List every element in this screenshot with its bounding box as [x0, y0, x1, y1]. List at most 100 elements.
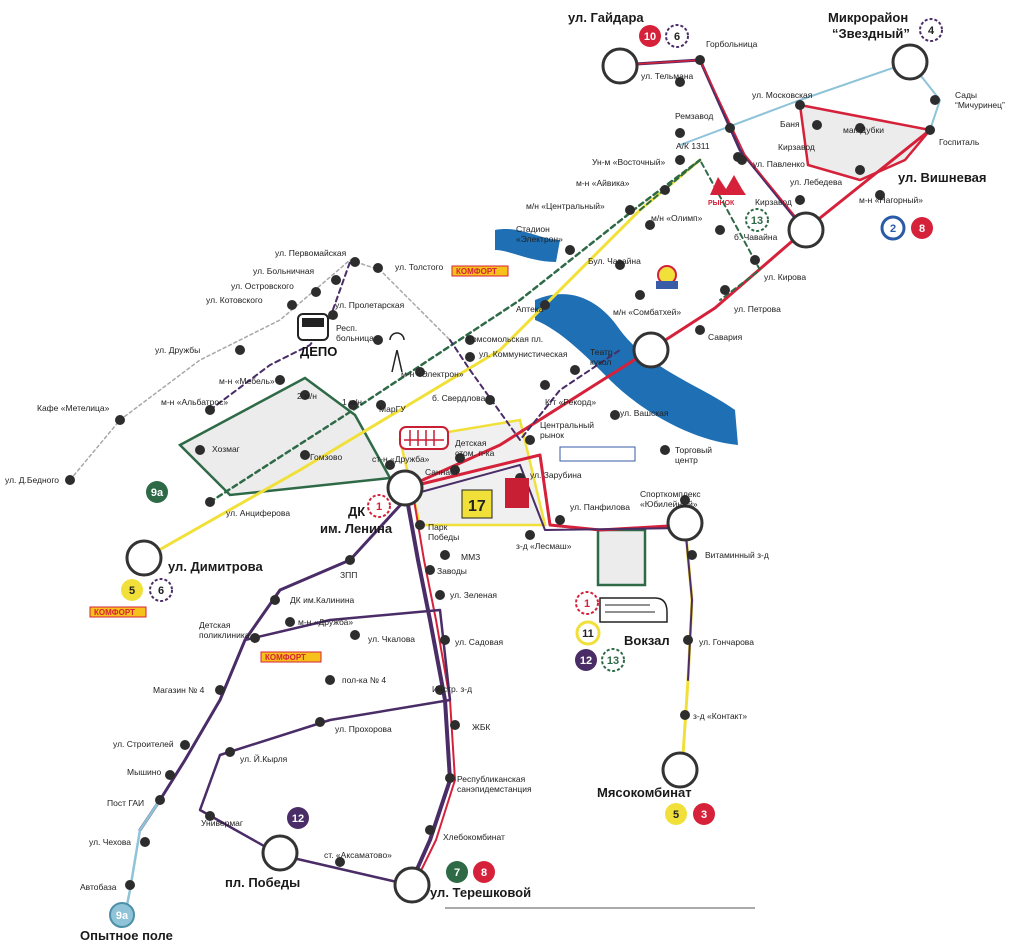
stop-dot-myshino[interactable]: [165, 770, 175, 780]
stop-dot-ul-antsiferova[interactable]: [205, 497, 215, 507]
stop-dot-kafe-metelitsa[interactable]: [115, 415, 125, 425]
stop-dot-post-gai[interactable]: [155, 795, 165, 805]
terminal-yubileiny[interactable]: [666, 504, 704, 542]
stop-dot-zhbk[interactable]: [450, 720, 460, 730]
stop-dot-detskaya-poliklinika[interactable]: [250, 633, 260, 643]
stop-dot-torgovy-tsentr[interactable]: [660, 445, 670, 455]
stop-dot-un-vostochny[interactable]: [675, 155, 685, 165]
stop-dot-b-sverdlova[interactable]: [485, 395, 495, 405]
stop-dot-ul-pervomaiskaya[interactable]: [350, 257, 360, 267]
sign-17-text: 17: [468, 498, 486, 515]
stop-dot-bul-chavaina[interactable]: [615, 260, 625, 270]
stop-dot-one-mn[interactable]: [348, 400, 358, 410]
stop-label-post-gai: Пост ГАИ: [107, 798, 144, 808]
stop-dot-ul-vashskaya[interactable]: [610, 410, 620, 420]
stop-dot-gospital[interactable]: [925, 125, 935, 135]
stop-dot-z-d-lesmash[interactable]: [525, 530, 535, 540]
stop-dot-z-d-kontakt[interactable]: [680, 710, 690, 720]
terminal-gaidara[interactable]: [601, 47, 639, 85]
stop-dot-gomzovo[interactable]: [300, 450, 310, 460]
stop-dots: [65, 55, 940, 890]
stop-dot-sannast[interactable]: [450, 465, 460, 475]
terminal-zvezdny[interactable]: [891, 43, 929, 81]
stop-dot-tsentralny-rynok[interactable]: [525, 435, 535, 445]
stop-dot-mmz[interactable]: [440, 550, 450, 560]
terminal-savaria[interactable]: [632, 331, 670, 369]
stop-dot-mag-dubki[interactable]: [855, 123, 865, 133]
stop-dot-ul-pavlenko[interactable]: [737, 155, 747, 165]
stop-dot-mn-olimp[interactable]: [645, 220, 655, 230]
stop-dot-ul-moskovskaya[interactable]: [795, 100, 805, 110]
stop-dot-ul-kirova[interactable]: [750, 255, 760, 265]
stop-dot-resp-bolnitsa[interactable]: [373, 335, 383, 345]
stop-dot-mn-elektron[interactable]: [415, 367, 425, 377]
stop-dot-resp-san[interactable]: [445, 773, 455, 783]
stop-dot-ul-tolstogo[interactable]: [373, 263, 383, 273]
stop-dot-ul-d-bednogo[interactable]: [65, 475, 75, 485]
stop-dot-mn-albatros[interactable]: [205, 405, 215, 415]
stop-dot-park-pobedy[interactable]: [415, 520, 425, 530]
stop-dot-mn-sombatkhei[interactable]: [635, 290, 645, 300]
stop-dot-ul-stroitelei[interactable]: [180, 740, 190, 750]
terminal-vishnevaya[interactable]: [787, 211, 825, 249]
stop-dot-kirzavod-2[interactable]: [795, 195, 805, 205]
stop-dot-ul-proletarskaya[interactable]: [328, 310, 338, 320]
stop-dot-ul-chekhova[interactable]: [140, 837, 150, 847]
stop-dot-ul-y-kyrlya[interactable]: [225, 747, 235, 757]
stop-dot-ul-goncharova[interactable]: [683, 635, 693, 645]
stop-dot-mn-nagorny[interactable]: [875, 190, 885, 200]
stop-dot-ul-petrova[interactable]: [720, 285, 730, 295]
stop-dot-teatr-kukol[interactable]: [570, 365, 580, 375]
stop-dot-magazin-4[interactable]: [215, 685, 225, 695]
stop-dot-margu[interactable]: [376, 400, 386, 410]
stop-dot-ul-chkalova[interactable]: [350, 630, 360, 640]
stop-dot-khozmag[interactable]: [195, 445, 205, 455]
stop-dot-detskaya-stom[interactable]: [455, 453, 465, 463]
stop-dot-ul-ostrovskogo[interactable]: [311, 287, 321, 297]
stop-dot-gorbolnitsa[interactable]: [695, 55, 705, 65]
stop-dot-ul-telmana[interactable]: [675, 77, 685, 87]
stop-dot-st-aksamatovo[interactable]: [335, 857, 345, 867]
stop-dot-ul-prokhorova[interactable]: [315, 717, 325, 727]
stop-dot-remzavod[interactable]: [675, 128, 685, 138]
terminal-tereshkovoy[interactable]: [393, 866, 431, 904]
stop-dot-ul-sadovaya[interactable]: [440, 635, 450, 645]
stop-dot-apteka[interactable]: [540, 300, 550, 310]
stop-dot-banya[interactable]: [812, 120, 822, 130]
stop-dot-zavody[interactable]: [425, 565, 435, 575]
stop-dot-khlebokombinat[interactable]: [425, 825, 435, 835]
stop-dot-sady-michurinets[interactable]: [930, 95, 940, 105]
terminal-dk-lenina[interactable]: [386, 469, 424, 507]
stop-dot-b-chavaina-1[interactable]: [715, 225, 725, 235]
terminal-opytnoe-pole[interactable]: [109, 902, 135, 928]
stop-dot-ul-kotovskogo[interactable]: [287, 300, 297, 310]
stop-dot-univermag[interactable]: [205, 811, 215, 821]
stop-dot-ak1311[interactable]: [725, 123, 735, 133]
stop-dot-ul-lebedeva[interactable]: [855, 165, 865, 175]
terminal-myasokombinat[interactable]: [661, 751, 699, 789]
stop-dot-ul-bolnichnaya[interactable]: [331, 275, 341, 285]
stop-dot-ul-zelenaya[interactable]: [435, 590, 445, 600]
stop-dot-dk-kalinina[interactable]: [270, 595, 280, 605]
stop-dot-two-mn[interactable]: [300, 390, 310, 400]
stop-dot-avtobaza[interactable]: [125, 880, 135, 890]
stop-dot-instr-z-d[interactable]: [435, 685, 445, 695]
stop-dot-st-druzhba[interactable]: [385, 460, 395, 470]
stop-dot-komsomolskaya[interactable]: [465, 335, 475, 345]
terminal-pl-pobedy[interactable]: [261, 834, 299, 872]
stop-dot-mn-druzhba[interactable]: [285, 617, 295, 627]
stop-dot-ul-panfilova[interactable]: [555, 515, 565, 525]
stop-dot-mn-tsentralny[interactable]: [625, 205, 635, 215]
stop-dot-ul-kommunisticheskaya[interactable]: [465, 352, 475, 362]
stop-dot-mn-aivika[interactable]: [660, 185, 670, 195]
stop-dot-mn-mebel[interactable]: [275, 375, 285, 385]
stop-dot-pol-ka-4[interactable]: [325, 675, 335, 685]
stop-dot-ul-druzhby[interactable]: [235, 345, 245, 355]
terminal-dimitrova[interactable]: [125, 539, 163, 577]
stop-dot-sportkompleks[interactable]: [680, 495, 690, 505]
stop-dot-kt-rekord[interactable]: [540, 380, 550, 390]
stop-dot-stadion-elektron[interactable]: [565, 245, 575, 255]
stop-dot-vitaminny[interactable]: [687, 550, 697, 560]
stop-dot-zpp[interactable]: [345, 555, 355, 565]
stop-dot-savariya[interactable]: [695, 325, 705, 335]
